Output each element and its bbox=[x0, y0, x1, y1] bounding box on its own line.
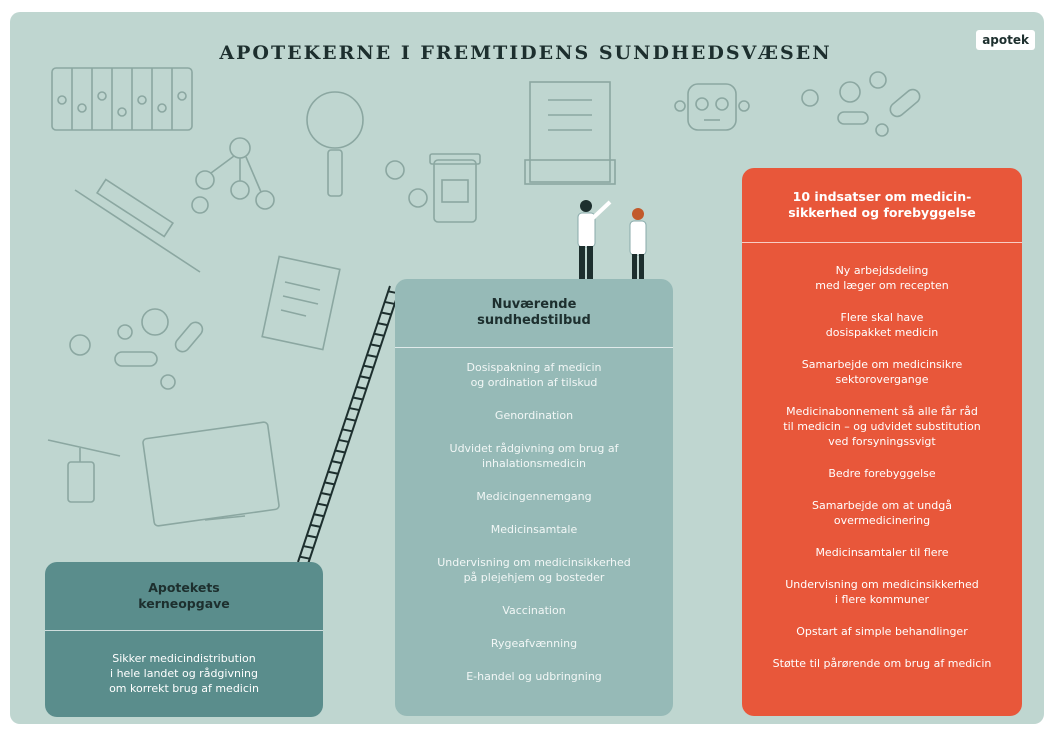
pill-organizer-icon bbox=[51, 67, 193, 131]
ladder-rung bbox=[306, 534, 318, 539]
list-item: Samarbejde om at undgå overmedicinering bbox=[812, 499, 952, 527]
ladder-icon bbox=[297, 285, 401, 565]
ladder-rung bbox=[345, 417, 356, 422]
divider bbox=[395, 347, 673, 348]
list-item: Medicingennemgang bbox=[476, 490, 592, 503]
list-item: Undervisning om medicinsikkerhed i flere… bbox=[785, 578, 979, 606]
robot-icon bbox=[674, 83, 750, 131]
pills-icon bbox=[69, 71, 921, 390]
list-item: Medicinabonnement så alle får råd til me… bbox=[783, 405, 981, 448]
core-task-text: Sikker medicindistribution i hele landet… bbox=[109, 652, 259, 695]
ladder-rung bbox=[356, 385, 367, 390]
list-item: Opstart af simple behandlinger bbox=[796, 625, 968, 638]
page-title: APOTEKERNE I FREMTIDENS SUNDHEDSVÆSEN bbox=[219, 42, 832, 64]
initiatives-heading: 10 indsatser om medicin- sikkerhed og fo… bbox=[742, 168, 1022, 242]
ladder-rung bbox=[377, 322, 388, 327]
magnifier-icon bbox=[306, 91, 364, 197]
list-item: Flere skal have dosispakket medicin bbox=[825, 311, 939, 339]
list-item: Genordination bbox=[494, 409, 574, 422]
ladder-rung bbox=[363, 364, 374, 369]
initiatives-list: Ny arbejdsdeling med læger om recepten F… bbox=[742, 243, 1022, 671]
ladder-rung bbox=[313, 513, 325, 518]
ladder-rung bbox=[349, 407, 360, 412]
initiatives-heading-text: 10 indsatser om medicin- sikkerhed og fo… bbox=[788, 189, 976, 220]
list-item: Udvidet rådgivning om brug af inhalation… bbox=[449, 442, 619, 470]
prescription-icon bbox=[261, 255, 341, 351]
list-item: Samarbejde om medicinsikre sektorovergan… bbox=[801, 358, 963, 386]
list-item: Dosispakning af medicin og ordination af… bbox=[466, 361, 602, 389]
ladder-rung bbox=[366, 354, 378, 358]
apotek-logo: apotek bbox=[976, 30, 1035, 50]
drone-icon bbox=[47, 439, 121, 503]
current-services-list: Dosispakning af medicin og ordination af… bbox=[395, 348, 673, 684]
monitor-icon bbox=[142, 421, 280, 527]
ladder-rung bbox=[338, 438, 349, 443]
divider bbox=[45, 630, 323, 631]
pharmacists-icon bbox=[577, 200, 647, 280]
ladder-rung bbox=[370, 343, 381, 348]
ladder-rung bbox=[352, 396, 364, 401]
ladder-rung bbox=[299, 555, 310, 560]
initiatives-box: 10 indsatser om medicin- sikkerhed og fo… bbox=[742, 168, 1022, 716]
ladder-rung bbox=[327, 470, 339, 475]
ladder-rung bbox=[384, 300, 395, 305]
list-item: Rygeafvænning bbox=[490, 637, 578, 650]
current-services-heading-text: Nuværende sundhedstilbud bbox=[477, 297, 591, 328]
ladder-rung bbox=[380, 311, 392, 316]
list-item: Støtte til pårørende om brug af medicin bbox=[772, 657, 992, 670]
ladder-rung bbox=[310, 523, 321, 528]
syringe-icon bbox=[74, 178, 201, 273]
ladder-rung bbox=[303, 545, 314, 550]
current-services-heading: Nuværende sundhedstilbud bbox=[395, 279, 673, 347]
ladder-rung bbox=[359, 375, 371, 380]
ladder-rung bbox=[324, 481, 335, 486]
molecule-icon bbox=[191, 137, 275, 214]
ladder-rung bbox=[373, 332, 385, 337]
ladder-rung bbox=[331, 460, 342, 465]
ladder-rung bbox=[317, 502, 328, 507]
divider bbox=[742, 242, 1022, 243]
current-services-box: Nuværende sundhedstilbud Dosispakning af… bbox=[395, 279, 673, 716]
list-item: Vaccination bbox=[502, 604, 566, 617]
list-item: E-handel og udbringning bbox=[466, 670, 602, 683]
list-item: Ny arbejdsdeling med læger om recepten bbox=[815, 264, 949, 292]
core-task-heading-text: Apotekets kerneopgave bbox=[138, 580, 230, 611]
core-task-heading: Apotekets kerneopgave bbox=[45, 562, 323, 630]
medicine-jar-icon bbox=[429, 153, 481, 223]
list-item: Medicinsamtale bbox=[490, 523, 578, 536]
hospital-icon bbox=[524, 81, 616, 185]
ladder-rung bbox=[320, 492, 332, 496]
list-item: Medicinsamtaler til flere bbox=[815, 546, 949, 559]
ladder-rung bbox=[334, 449, 346, 454]
list-item: Undervisning om medicinsikkerhed på plej… bbox=[437, 556, 631, 584]
ladder-rung bbox=[342, 428, 353, 433]
core-task-box: Apotekets kerneopgave Sikker medicindist… bbox=[45, 562, 323, 717]
list-item: Bedre forebyggelse bbox=[828, 467, 936, 480]
